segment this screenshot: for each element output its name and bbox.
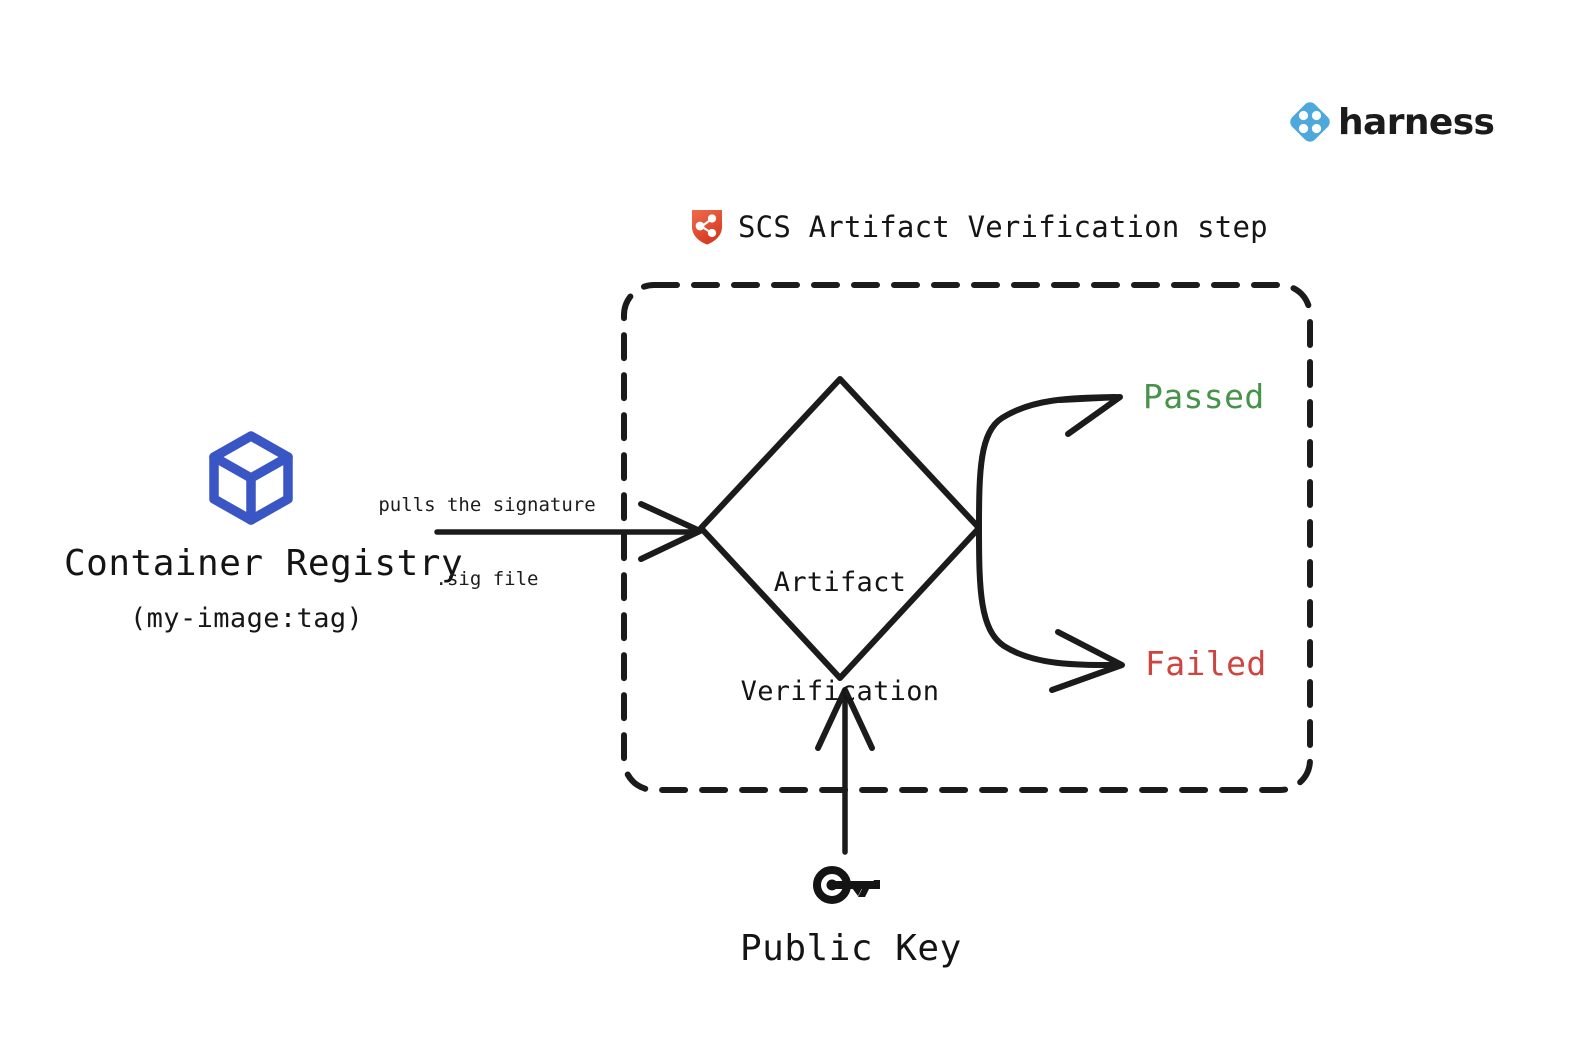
public-key-icon	[813, 866, 880, 904]
registry-subtitle: (my-image:tag)	[130, 603, 364, 634]
arrow-verification-to-failed	[976, 525, 1125, 693]
pull-signature-edge-label: pulls the signature .sig file	[378, 444, 596, 642]
pull-signature-line-1: pulls the signature	[378, 494, 596, 517]
pull-signature-line-2: .sig file	[435, 568, 539, 591]
artifact-verification-line-2: Verification	[740, 676, 940, 708]
scs-step-title-group: SCS Artifact Verification step	[690, 208, 1268, 246]
public-key-label: Public Key	[740, 928, 962, 969]
harness-diamond-logo-icon	[1290, 102, 1330, 142]
registry-title: Container Registry	[64, 543, 464, 584]
outcome-failed-label: Failed	[1145, 644, 1267, 683]
harness-wordmark: harness	[1338, 101, 1495, 143]
artifact-verification-label: Artifact Verification	[700, 492, 980, 784]
arrow-verification-to-passed	[976, 394, 1123, 531]
harness-logo: harness	[1288, 100, 1495, 144]
outcome-passed-label: Passed	[1143, 377, 1265, 416]
artifact-verification-line-1: Artifact	[773, 566, 907, 598]
container-cube-icon	[209, 431, 293, 525]
scs-shield-icon	[692, 210, 722, 245]
scs-step-title: SCS Artifact Verification step	[738, 210, 1268, 244]
